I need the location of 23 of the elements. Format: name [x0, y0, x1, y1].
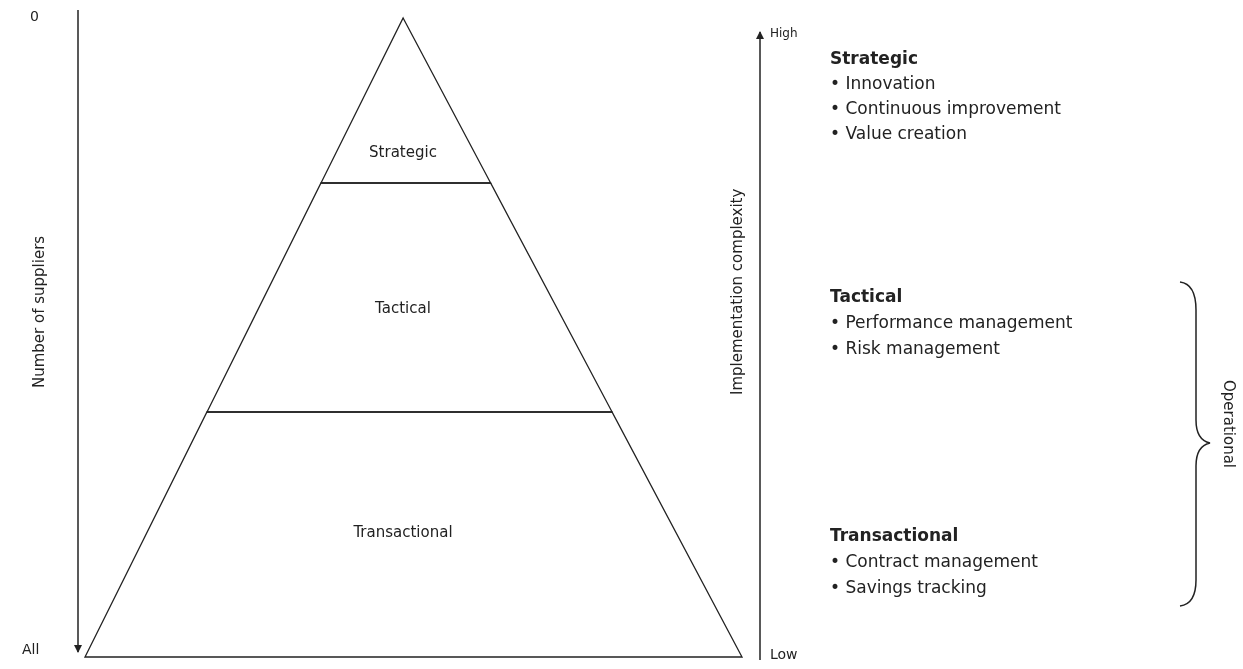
tier-label: Tactical	[375, 299, 431, 317]
list-heading: Strategic	[830, 48, 918, 68]
list-item: • Innovation	[830, 73, 936, 93]
list-item: • Savings tracking	[830, 577, 987, 597]
list-item: • Continuous improvement	[830, 98, 1061, 118]
list-item: • Performance management	[830, 312, 1073, 332]
axis-end-label: All	[22, 641, 40, 657]
axis-end-label: Low	[770, 646, 798, 662]
axis-end-label: 0	[30, 8, 39, 24]
list-item: • Risk management	[830, 338, 1000, 358]
tier-label: Strategic	[369, 143, 437, 161]
tier-label: Transactional	[353, 523, 453, 541]
list-item: • Value creation	[830, 123, 967, 143]
axis-title: Implementation complexity	[728, 188, 746, 395]
list-heading: Tactical	[830, 286, 903, 306]
pyramid-tier	[206, 183, 612, 412]
axis-title: Number of suppliers	[30, 235, 48, 388]
pyramid-tier	[320, 18, 491, 183]
brace-label: Operational	[1220, 380, 1238, 468]
list-item: • Contract management	[830, 551, 1038, 571]
pyramid-tier	[85, 412, 742, 657]
axis-end-label: High	[770, 26, 798, 40]
list-heading: Transactional	[830, 525, 959, 545]
